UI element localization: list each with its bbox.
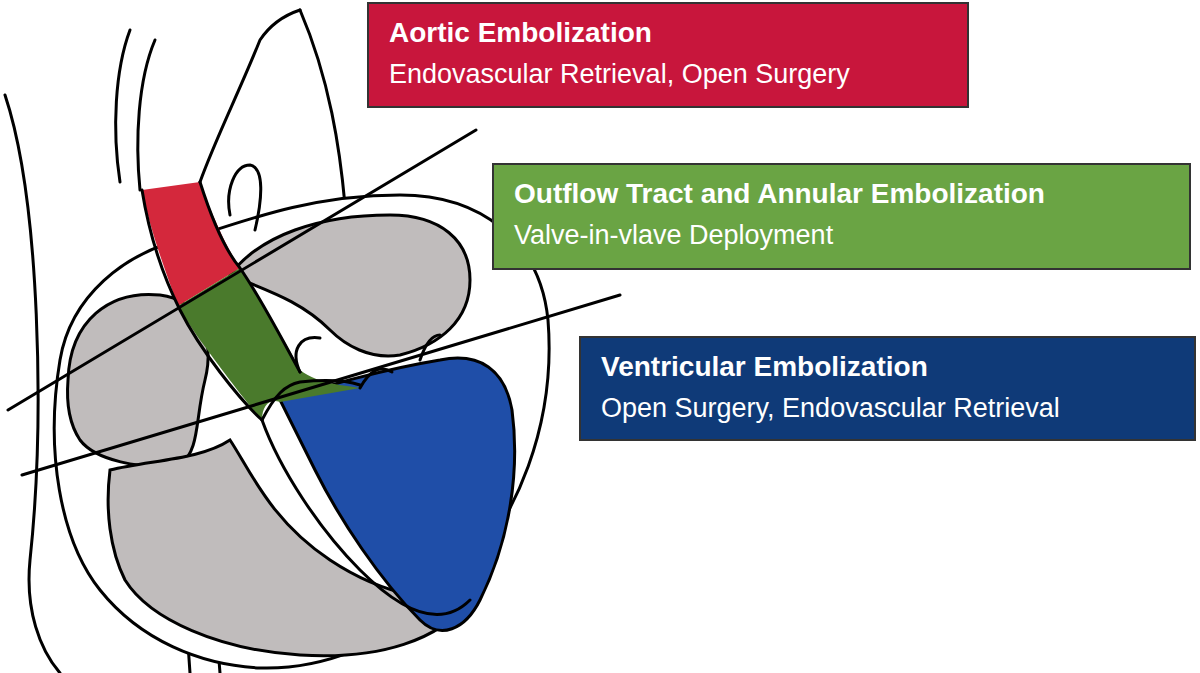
box-heading: Ventricular Embolization [601, 350, 1176, 384]
label-box: Outflow Tract and Annular EmbolizationVa… [492, 163, 1191, 270]
box-heading: Aortic Embolization [389, 16, 949, 50]
box-body: Open Surgery, Endovascular Retrieval [601, 390, 1176, 426]
box-body: Valve-in-vlave Deployment [514, 217, 1171, 253]
box-heading: Outflow Tract and Annular Embolization [514, 177, 1171, 211]
box-body: Endovascular Retrieval, Open Surgery [389, 56, 949, 92]
label-box: Ventricular EmbolizationOpen Surgery, En… [579, 336, 1196, 441]
label-box: Aortic EmbolizationEndovascular Retrieva… [367, 2, 969, 108]
